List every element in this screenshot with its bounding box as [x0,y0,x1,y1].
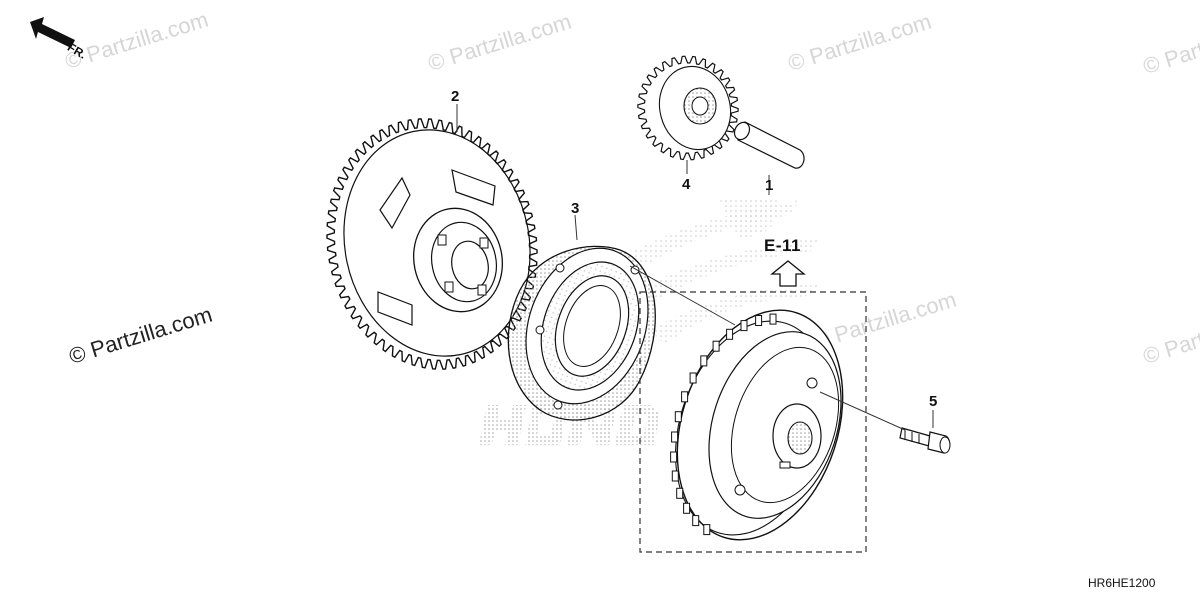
rotor-rib [676,487,684,499]
one-way-clutch [507,245,656,421]
rotor-rib [703,524,711,536]
diagram-code: HR6HE1200 [1088,576,1156,590]
rotor-rib [674,411,682,423]
rotor-rib [681,391,689,403]
rotor-rib [671,470,679,482]
rotor-rib [740,320,748,332]
rotor-rib [712,340,720,352]
rotor-rib [683,502,691,514]
rotor-rib [671,431,679,443]
driven-gear [326,118,538,370]
reference-label: E-11 [764,236,801,255]
callout-5: 5 [929,393,938,410]
starter-clutch-outer [670,309,844,541]
rotor-rib [726,328,734,340]
up-arrow-icon [770,260,806,287]
front-arrow-icon [30,17,75,48]
idle-gear-shaft [733,121,805,169]
callout-4: 4 [682,176,691,193]
rotor-rib [700,355,708,367]
callout-1: 1 [765,177,774,194]
reference-box [639,291,867,553]
callout-3: 3 [571,200,580,217]
rotor-rib [692,515,700,527]
idle-gear [637,55,739,161]
rotor-rib [755,315,763,326]
leader-lines [456,104,934,431]
rotor-rib [769,313,777,325]
callout-2: 2 [451,88,460,105]
flange-bolt [899,427,951,454]
rotor-rib [670,451,678,463]
rotor-rib [689,372,697,384]
